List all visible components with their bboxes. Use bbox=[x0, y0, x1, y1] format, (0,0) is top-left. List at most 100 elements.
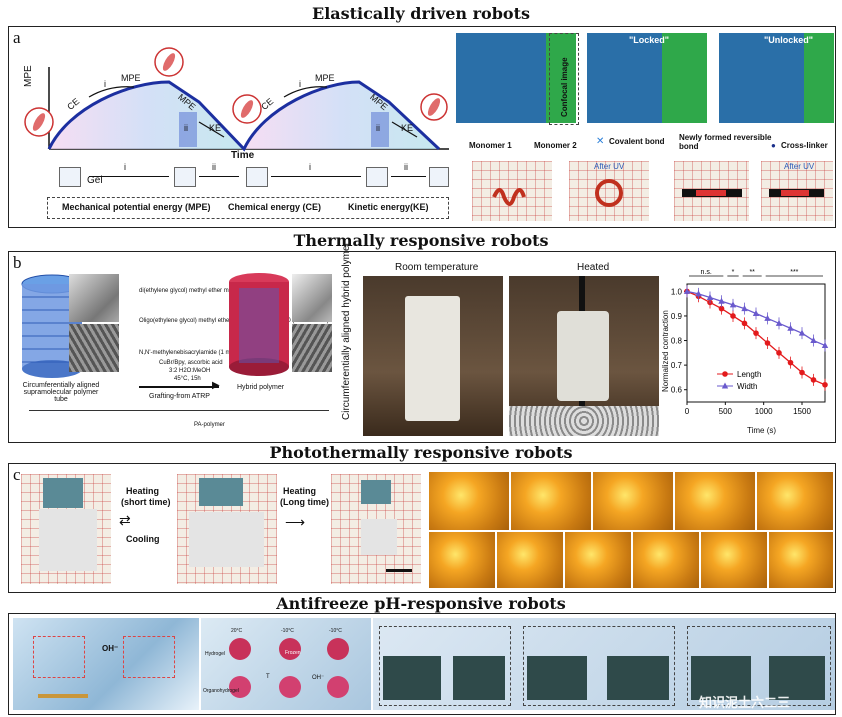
legend-label-width: Width bbox=[737, 382, 757, 391]
photo-photothermal-2 bbox=[511, 472, 591, 530]
energy-mpe: Mechanical potential energy (MPE) bbox=[62, 202, 211, 212]
chem-conditions: 45°C, 15h bbox=[174, 376, 201, 382]
y-tick-label-3: 0.9 bbox=[671, 312, 683, 321]
section-title-photothermal: Photothermally responsive robots bbox=[269, 443, 573, 462]
photo-photothermal-8 bbox=[565, 532, 631, 588]
section-title-elastic: Elastically driven robots bbox=[312, 4, 530, 23]
cooling-label: Cooling bbox=[126, 534, 160, 544]
point-length-7 bbox=[764, 340, 771, 346]
reversible-arrow: ⇄ bbox=[119, 512, 131, 528]
section-title-antifreeze: Antifreeze pH-responsive robots bbox=[276, 594, 566, 613]
temp-3: -10°C bbox=[329, 628, 342, 634]
flow-i-2: i bbox=[309, 162, 311, 172]
legend-monomer2: Monomer 2 bbox=[534, 141, 577, 150]
point-length-6 bbox=[753, 330, 759, 336]
curve-label-ke-2: KE bbox=[401, 123, 414, 133]
point-width-8 bbox=[775, 319, 783, 326]
photo-photothermal-1 bbox=[429, 472, 509, 530]
panel-a: a MPE Time CE MPE i MPE ii KE CE MPE bbox=[8, 26, 836, 228]
antifreeze-network-image bbox=[13, 618, 199, 710]
point-width-7 bbox=[764, 314, 771, 321]
photo-photothermal-4 bbox=[675, 472, 755, 530]
y-tick-label-4: 1.0 bbox=[671, 287, 683, 296]
legend-monomer1: Monomer 1 bbox=[469, 141, 512, 150]
panel-a-label: a bbox=[13, 28, 21, 47]
chem-mba: N,N'-methylenebisacrylamide (1 monomer w… bbox=[139, 350, 266, 356]
point-length-8 bbox=[776, 350, 782, 356]
hydrogel-label: Hydrogel bbox=[205, 651, 226, 657]
panel-c-label: c bbox=[13, 465, 21, 484]
point-width-11 bbox=[810, 337, 817, 344]
chem-solvent: 3:2 H2O:MeOH bbox=[169, 368, 211, 374]
temp-1: 20°C bbox=[231, 628, 243, 634]
grafting-label: Grafting-from ATRP bbox=[149, 393, 210, 400]
sig-label-2: ** bbox=[749, 269, 755, 276]
gel-icon-1 bbox=[59, 167, 81, 187]
network-image-1 bbox=[456, 33, 576, 123]
photo-photothermal-11 bbox=[769, 532, 833, 588]
sig-label-3: *** bbox=[790, 269, 798, 276]
t-arrow-label: T bbox=[266, 674, 270, 680]
chem-catalyst: CuBr/Bpy, ascorbic acid bbox=[159, 360, 223, 366]
actuation-sequence bbox=[373, 618, 835, 710]
network-image-unlocked bbox=[719, 33, 834, 123]
hybrid-photo bbox=[292, 274, 332, 322]
point-width-6 bbox=[752, 310, 760, 316]
locked-label: "Locked" bbox=[629, 35, 670, 45]
freezing-schematic bbox=[201, 618, 371, 710]
point-length-11 bbox=[810, 377, 817, 383]
x-tick-label-3: 1500 bbox=[793, 407, 811, 416]
flow-ii-2: ii bbox=[404, 162, 408, 172]
vertical-hybrid-label: Circumferentially aligned hybrid polymer bbox=[341, 242, 352, 420]
point-length-9 bbox=[787, 359, 794, 366]
point-width-3 bbox=[718, 297, 725, 304]
heated-label: Heated bbox=[577, 262, 610, 273]
chem-degma: di(ethylene glycol) methyl ether methacr… bbox=[139, 288, 286, 294]
energy-legend-box: Mechanical potential energy (MPE) Chemic… bbox=[47, 197, 449, 219]
point-width-10 bbox=[798, 329, 806, 336]
point-length-5 bbox=[741, 320, 748, 327]
gel-icon-4 bbox=[366, 167, 388, 187]
flow-arrow-1 bbox=[89, 176, 169, 177]
point-length-12 bbox=[822, 381, 828, 388]
hybrid-polymer-illustration bbox=[229, 273, 289, 376]
pa-polymer-structure bbox=[29, 410, 329, 411]
tube-sem bbox=[69, 324, 119, 372]
photo-after-uv-1 bbox=[569, 161, 649, 221]
legend-covalent: Covalent bond bbox=[609, 137, 665, 146]
pa-polymer-label: PA-polymer bbox=[194, 422, 225, 428]
photo-photothermal-3 bbox=[593, 472, 673, 530]
after-uv-label-2: After UV bbox=[784, 162, 815, 171]
point-length-10 bbox=[799, 369, 805, 376]
point-length-4 bbox=[730, 313, 736, 319]
curve-label-ii-1: ii bbox=[184, 123, 188, 133]
photo-photothermal-6 bbox=[429, 532, 495, 588]
hybrid-caption: Hybrid polymer bbox=[237, 384, 285, 391]
tube-photo bbox=[69, 274, 119, 322]
photo-room-temp bbox=[363, 276, 503, 436]
point-width-5 bbox=[741, 305, 748, 312]
photo-after-uv-2 bbox=[761, 161, 833, 221]
network-image-locked bbox=[587, 33, 707, 123]
photo-photothermal-10 bbox=[701, 532, 767, 588]
point-length-3 bbox=[718, 305, 725, 312]
chart-ylabel: Normalized contraction bbox=[661, 310, 670, 392]
photo-before-uv-2 bbox=[674, 161, 749, 221]
y-tick-label-2: 0.8 bbox=[671, 337, 683, 346]
tube-caption: Circumferentially aligned supramolecular… bbox=[22, 382, 100, 403]
flow-ii-1: ii bbox=[212, 162, 216, 172]
hybrid-sem bbox=[292, 324, 332, 372]
point-width-9 bbox=[787, 324, 794, 331]
energy-ke: Kinetic energy(KE) bbox=[348, 202, 429, 212]
after-uv-label-1: After UV bbox=[594, 162, 625, 171]
unlocked-label: "Unlocked" bbox=[764, 35, 814, 45]
panel-d: d OH⁻ 20°C -10°C -10°C Hydrogel Organohy… bbox=[8, 613, 836, 715]
room-temp-label: Room temperature bbox=[395, 262, 479, 273]
photo-gel-initial bbox=[21, 474, 111, 584]
panel-b-label: b bbox=[13, 253, 22, 272]
energy-curve-diagram bbox=[24, 47, 449, 152]
heating-short-label: Heating bbox=[126, 486, 160, 496]
flow-gel-label: Gel bbox=[87, 175, 103, 186]
photo-gel-heated-long bbox=[331, 474, 421, 584]
